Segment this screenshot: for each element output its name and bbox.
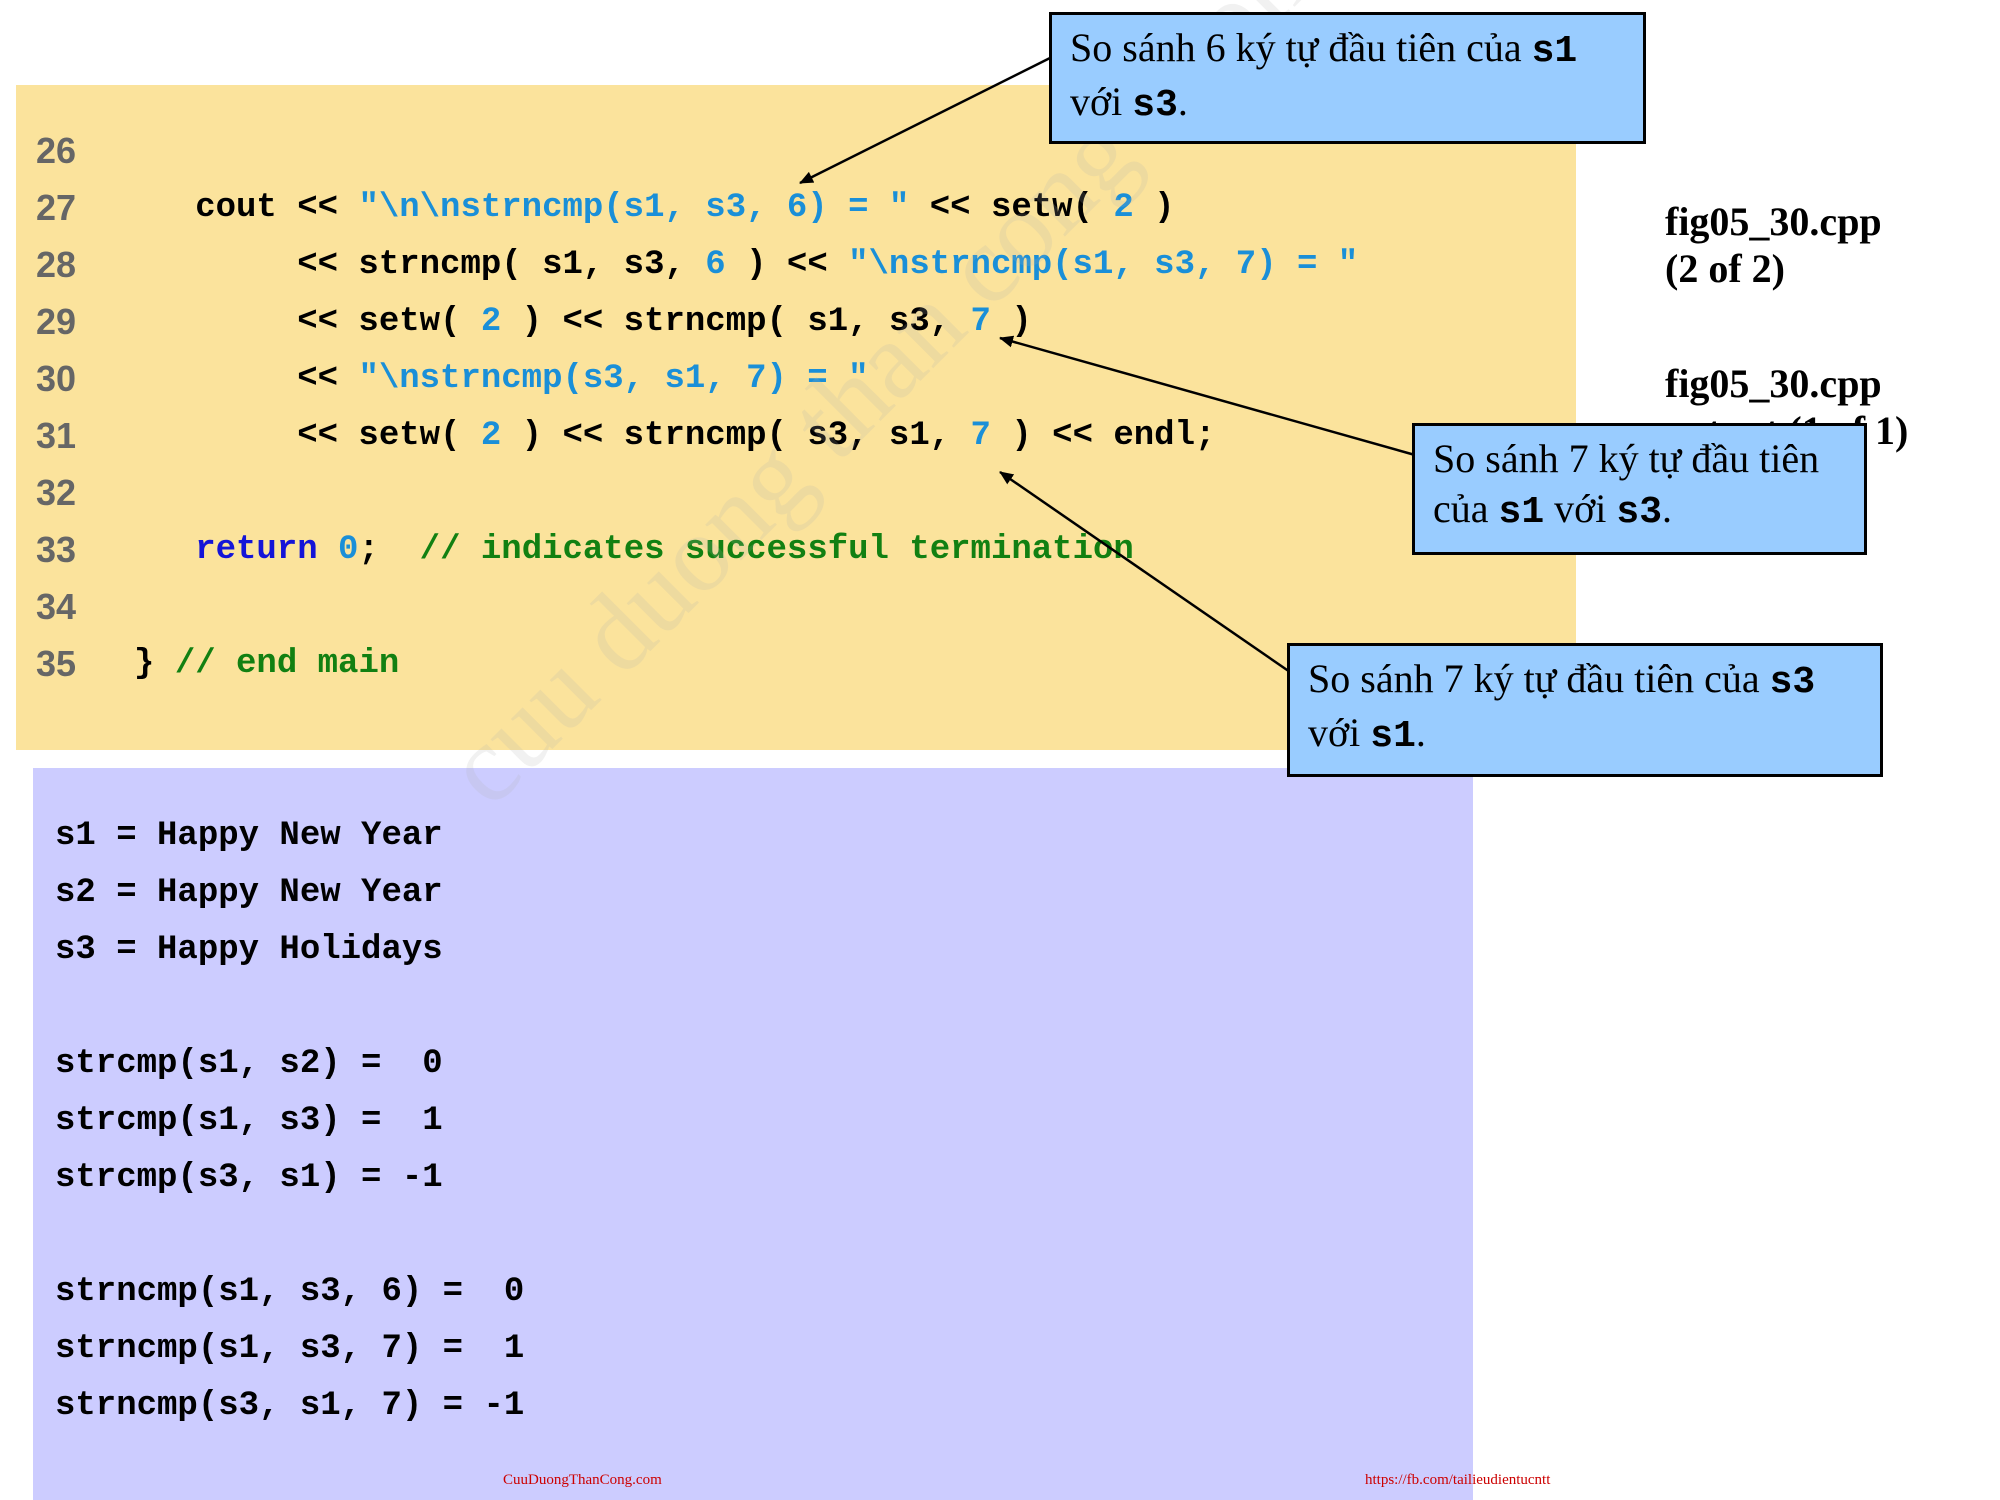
code-token: // indicates successful termination [419,531,1134,569]
program-output-panel: s1 = Happy New Year s2 = Happy New Year s3… [33,768,1473,1500]
code-token: ) << strncmp( s1, s3, [501,303,971,341]
code-token: << strncmp( s1, s3, [134,246,706,284]
output-line: strncmp(s3, s1, 7) = -1 [55,1387,525,1425]
code-line: 26 [16,123,1576,179]
code-token: } [134,645,175,683]
callout-text: So sánh 6 ký tự đầu tiên của [1070,25,1532,70]
code-line: 27 cout << "\n\nstrncmp(s1, s3, 6) = " <… [16,180,1576,236]
footer-site-link[interactable]: CuuDuongThanCong.com [503,1472,662,1488]
callout-var: s1 [1498,491,1545,534]
code-token: return [134,531,318,569]
file-name: fig05_30.cpp [1665,199,1882,244]
code-token: // end main [174,645,400,683]
code-token: << setw( [134,417,481,455]
output-line: s1 = Happy New Year [55,817,443,855]
callout-var: s3 [1132,84,1178,127]
callout-strncmp-6: So sánh 6 ký tự đầu tiên của s1 với s3. [1049,12,1646,144]
callout-var: s3 [1616,491,1662,534]
output-line: strncmp(s1, s3, 6) = 0 [55,1273,525,1311]
callout-text: So sánh 7 ký tự đầu tiên của [1308,656,1770,701]
code-token: ; [358,531,420,569]
code-token: 7 [970,303,991,341]
code-token: ) << [725,246,849,284]
line-number: 30 [36,358,77,399]
line-number: 29 [36,301,77,342]
code-line: 29 << setw( 2 ) << strncmp( s1, s3, 7 ) [16,294,1576,350]
code-line: 30 << "\nstrncmp(s3, s1, 7) = " [16,351,1576,407]
line-number: 34 [36,586,77,627]
code-line: 33 return 0; // indicates successful ter… [16,522,1576,578]
code-token: 7 [970,417,991,455]
callout-text: với [1308,710,1371,755]
callout-text: với [1070,79,1133,124]
code-line: 28 << strncmp( s1, s3, 6 ) << "\nstrncmp… [16,237,1576,293]
code-token: 2 [480,417,502,455]
code-token: << setw( [134,303,481,341]
callout-text: . [1415,710,1426,755]
code-line: 32 [16,465,1576,521]
callout-text: So sánh 7 ký tự đầu tiên của [1433,436,1820,531]
callout-text: . [1177,79,1188,124]
callout-text: với [1544,486,1617,531]
line-number: 33 [36,529,77,570]
output-line: strcmp(s1, s3) = 1 [55,1102,443,1140]
file-name: fig05_30.cpp [1665,361,1882,406]
code-token [318,531,338,569]
output-line: s3 = Happy Holidays [55,931,443,969]
code-token: << [134,360,359,398]
code-token: cout << [134,189,359,227]
code-token: "\nstrncmp(s3, s1, 7) = " [358,360,869,398]
line-number: 32 [36,472,77,513]
line-number: 27 [36,187,77,228]
code-text: << "\nstrncmp(s3, s1, 7) = " [134,351,869,407]
page-indicator: (2 of 2) [1665,246,1785,291]
code-text: << setw( 2 ) << strncmp( s1, s3, 7 ) [134,294,1032,350]
code-token: "\n\nstrncmp(s1, s3, 6) = " [358,189,910,227]
file-title-code: fig05_30.cpp (2 of 2) [1665,198,1882,292]
code-text: return 0; // indicates successful termin… [134,522,1134,578]
code-token: "\nstrncmp(s1, s3, 7) = " [848,246,1359,284]
callout-text: . [1662,486,1672,531]
output-line: s2 = Happy New Year [55,874,443,912]
code-token: ) [1133,189,1175,227]
footer-fb-link[interactable]: https://fb.com/tailieudientucntt [1365,1472,1551,1488]
code-text: << setw( 2 ) << strncmp( s3, s1, 7 ) << … [134,408,1215,464]
output-line: strncmp(s1, s3, 7) = 1 [55,1330,525,1368]
callout-var: s3 [1769,661,1816,704]
line-number: 26 [36,130,77,171]
code-token: ) [990,303,1032,341]
code-token: ) << endl; [990,417,1216,455]
code-token: ) << strncmp( s3, s1, [501,417,971,455]
code-token: 2 [1113,189,1134,227]
code-text: << strncmp( s1, s3, 6 ) << "\nstrncmp(s1… [134,237,1358,293]
output-line: strcmp(s1, s2) = 0 [55,1045,443,1083]
output-line: strcmp(s3, s1) = -1 [55,1159,443,1197]
code-text: cout << "\n\nstrncmp(s1, s3, 6) = " << s… [134,180,1175,236]
callout-strncmp-s1-s3-7: So sánh 7 ký tự đầu tiên của s1 với s3. [1412,423,1867,555]
callout-var: s1 [1370,715,1416,758]
code-token: 2 [480,303,502,341]
line-number: 35 [36,643,77,684]
callout-var: s1 [1531,30,1578,73]
code-line: 34 [16,579,1576,635]
code-line: 31 << setw( 2 ) << strncmp( s3, s1, 7 ) … [16,408,1576,464]
code-text: } // end main [134,636,399,692]
code-token: 6 [705,246,726,284]
code-line: 35} // end main [16,636,1576,692]
callout-strncmp-s3-s1-7: So sánh 7 ký tự đầu tiên của s3 với s1. [1287,643,1883,777]
line-number: 31 [36,415,77,456]
code-token: 0 [338,531,359,569]
code-token: << setw( [909,189,1114,227]
line-number: 28 [36,244,77,285]
